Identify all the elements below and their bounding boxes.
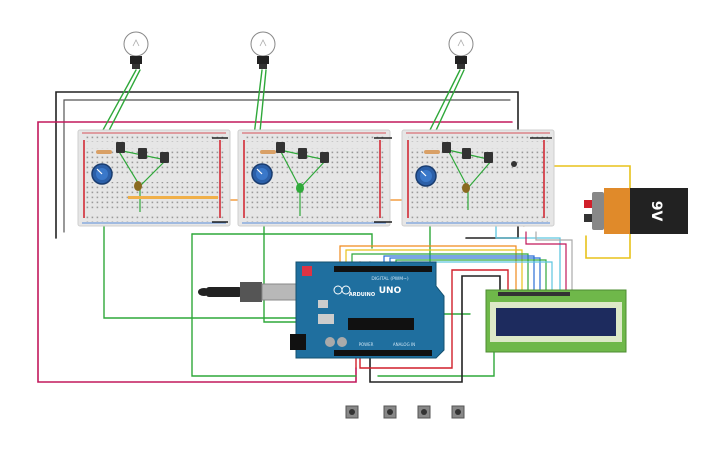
transistor-icon <box>484 152 493 163</box>
leds <box>134 181 470 193</box>
wire-yellow-battery <box>521 165 631 259</box>
wire-green-pot2 <box>263 179 301 323</box>
wire-black-lcd <box>369 261 501 383</box>
pushbutton-icon[interactable] <box>383 405 397 419</box>
pushbutton-icon[interactable] <box>451 405 465 419</box>
transistor-icon <box>442 142 451 153</box>
arduino-uno: DIGITAL (PWM~) ARDUINO UNO POWER ANALOG … <box>290 261 445 359</box>
battery-9v: 9V <box>584 188 688 234</box>
potentiometer-icon <box>91 163 113 185</box>
transistor-icon <box>462 148 471 159</box>
arduino-brand-label: ARDUINO <box>349 292 375 298</box>
wire-magenta-outer <box>37 121 513 383</box>
pushbutton-icon[interactable] <box>417 405 431 419</box>
transistors <box>116 142 517 167</box>
arduino-analog-label: ANALOG IN <box>393 342 415 347</box>
light-bulb-icon <box>448 31 474 69</box>
lcd-16x2 <box>485 289 627 353</box>
led-icon <box>462 183 470 193</box>
arduino-power-label: POWER <box>359 342 374 347</box>
light-bulbs <box>123 31 474 69</box>
led-icon <box>134 181 142 191</box>
battery-voltage-label: 9V <box>648 201 664 222</box>
potentiometer-icon <box>251 163 273 185</box>
transistor-icon <box>320 152 329 163</box>
pushbuttons <box>345 405 465 419</box>
potentiometers <box>91 163 437 187</box>
transistor-icon <box>298 148 307 159</box>
transistor-icon <box>138 148 147 159</box>
wire-green-ground2 <box>191 233 357 377</box>
arduino-digital-label: DIGITAL (PWM~) <box>371 276 409 282</box>
wire-gray-outer <box>63 99 511 233</box>
transistor-icon <box>276 142 285 153</box>
light-bulb-icon <box>123 31 149 69</box>
breadboard-3 <box>401 129 555 227</box>
resistors <box>96 150 440 199</box>
transistor-icon <box>116 142 125 153</box>
led-icon <box>296 183 304 193</box>
arduino-model-label: UNO <box>379 286 402 296</box>
usb-cable <box>198 282 297 302</box>
potentiometer-icon <box>415 165 437 187</box>
pushbutton-icon[interactable] <box>345 405 359 419</box>
light-bulb-icon <box>250 31 276 69</box>
breadboard-2 <box>237 129 391 227</box>
transistor-icon <box>160 152 169 163</box>
wire-green-ground <box>191 233 373 249</box>
